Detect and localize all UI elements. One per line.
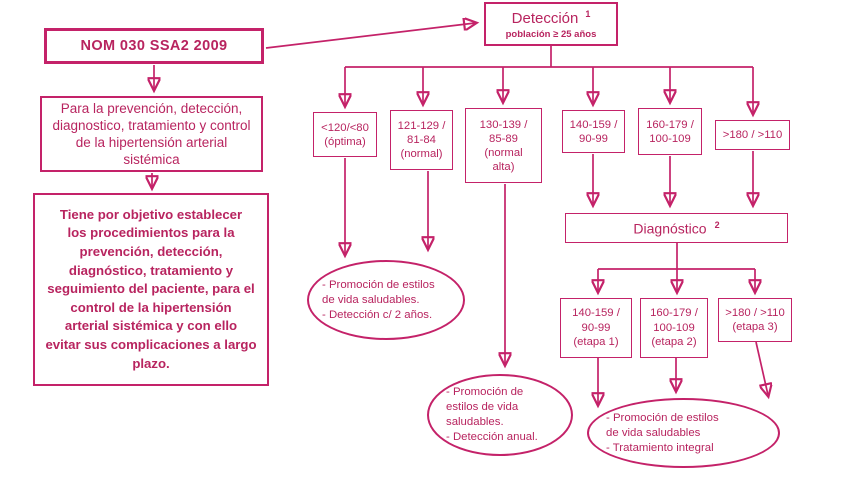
nom-title-box: NOM 030 SSA2 2009	[44, 28, 264, 64]
bp-line: (óptima)	[324, 135, 366, 148]
bp-line: (normal	[484, 146, 523, 159]
stage3-box: >180 / >110 (etapa 3)	[718, 298, 792, 342]
bp-range-160-box: 160-179 / 100-109	[638, 108, 702, 155]
purpose-line: diagnostico, tratamiento y control	[52, 118, 251, 133]
objective-line: seguimiento del paciente, para el	[47, 281, 255, 297]
purpose-line: Para la prevención, detección,	[60, 101, 243, 116]
detection-title-text: Detección	[511, 9, 579, 27]
detection-box: Detección 1 población ≥ 25 años	[484, 2, 618, 46]
purpose-line: sistémica	[123, 152, 180, 167]
bp-line: 160-179 /	[646, 118, 694, 131]
outcome-line: - Promoción de estilos	[322, 278, 435, 291]
stage-line: (etapa 1)	[573, 336, 619, 349]
detection-title: Detección 1	[512, 9, 591, 27]
nom-title: NOM 030 SSA2 2009	[80, 38, 228, 54]
outcome-line: saludables.	[446, 416, 504, 428]
objective-line: control de la hipertensión	[70, 299, 232, 315]
bp-line: <120/<80	[321, 121, 369, 134]
outcome-annual-ellipse: - Promoción de estilos de vida saludable…	[427, 374, 573, 456]
objective-box: Tiene por objetivo establecer los proced…	[33, 193, 269, 386]
arrow-stage3-to-treatment	[755, 341, 768, 395]
outcome-line: de vida saludables	[606, 426, 701, 439]
bp-normal-box: 121-129 / 81-84 (normal)	[390, 110, 453, 170]
outcome-line: - Tratamiento integral	[606, 441, 714, 454]
objective-line: diagnóstico, tratamiento y	[68, 262, 234, 278]
stage-line: 100-109	[653, 321, 695, 334]
purpose-line: de la hipertensión arterial	[75, 135, 228, 150]
bp-line: 100-109	[649, 132, 691, 145]
bp-optimal-box: <120/<80 (óptima)	[313, 112, 377, 157]
bp-line: (normal)	[400, 148, 443, 160]
diagnosis-title-text: Diagnóstico	[633, 220, 707, 237]
objective-line: plazo.	[132, 355, 170, 371]
detection-footnote-marker: 1	[585, 8, 591, 19]
bp-line: 130-139 /	[479, 118, 528, 131]
outcome-line: - Detección c/ 2 años.	[322, 308, 433, 321]
stage-line: 140-159 /	[572, 307, 620, 320]
arrow-nom-to-deteccion	[265, 23, 475, 49]
outcome-line: - Promoción de estilos	[606, 411, 719, 424]
stage1-box: 140-159 / 90-99 (etapa 1)	[560, 298, 632, 358]
stage-line: >180 / >110	[725, 306, 785, 319]
outcome-line: de vida saludables.	[322, 293, 420, 306]
outcome-line: - Detección anual.	[446, 431, 538, 443]
stage-line: (etapa 2)	[651, 336, 697, 349]
objective-line: arterial sistémica y con ello	[64, 318, 238, 334]
stage-line: (etapa 3)	[732, 321, 778, 333]
diagnosis-title: Diagnóstico 2	[633, 220, 719, 237]
bp-line: 90-99	[579, 132, 608, 145]
bp-line: 121-129 /	[397, 120, 446, 132]
outcome-line: - Promoción de	[446, 386, 524, 398]
diagnosis-box: Diagnóstico 2	[565, 213, 788, 243]
objective-line: evitar sus complicaciones a largo	[45, 336, 257, 352]
stage-line: 90-99	[581, 321, 611, 334]
detection-subtitle: población ≥ 25 años	[505, 28, 597, 40]
outcome-biennial-ellipse: - Promoción de estilos de vida saludable…	[307, 260, 465, 340]
bp-normal-high-box: 130-139 / 85-89 (normal alta)	[465, 108, 542, 183]
objective-line: Tiene por objetivo establecer	[59, 206, 243, 222]
bp-range-180-box: >180 / >110	[715, 120, 790, 150]
outcome-line: estilos de vida	[446, 401, 519, 413]
bp-line: 140-159 /	[569, 118, 618, 131]
bp-line: >180 / >110	[722, 129, 783, 141]
purpose-box: Para la prevención, detección, diagnosti…	[40, 96, 263, 172]
stage-line: 160-179 /	[650, 307, 698, 320]
objective-line: los procedimientos para la	[67, 225, 235, 241]
objective-line: prevención, detección,	[79, 244, 223, 260]
bp-line: 85-89	[489, 132, 518, 145]
stage2-box: 160-179 / 100-109 (etapa 2)	[640, 298, 708, 358]
outcome-treatment-ellipse: - Promoción de estilos de vida saludable…	[587, 398, 780, 468]
bp-line: 81-84	[407, 134, 436, 146]
diagnosis-footnote-marker: 2	[714, 219, 720, 230]
bp-line: alta)	[492, 160, 515, 173]
bp-range-140-box: 140-159 / 90-99	[562, 110, 625, 153]
